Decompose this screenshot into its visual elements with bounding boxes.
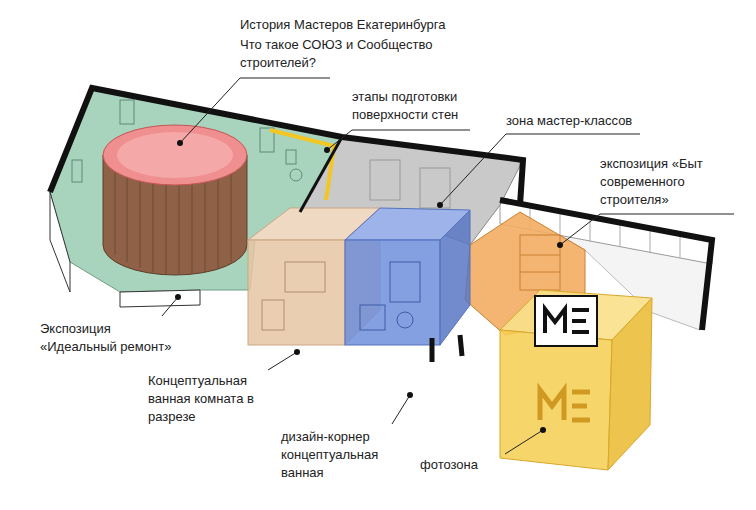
- outer-wall: [50, 88, 523, 205]
- design-box-front: [345, 240, 440, 345]
- photo-cube-front: [500, 330, 612, 470]
- orange-shelves: [520, 235, 560, 290]
- callout-label: Что такое СОЮЗ и Сообщество строителей?: [240, 36, 490, 72]
- bath-box-front: [248, 240, 345, 345]
- front-wall-stubs: [432, 335, 462, 362]
- wall-stub: [50, 192, 70, 292]
- wall-stub: [120, 290, 200, 307]
- leader-dots: [175, 140, 563, 433]
- wall-strip: [270, 130, 334, 200]
- callout-label: Экспозиция «Идеальный ремонт»: [40, 320, 175, 356]
- workshop-stands: [370, 160, 450, 208]
- callout-label: экспозиция «Быт современного строителя»: [600, 155, 740, 209]
- callout-label: Концептуальная ванная комната в разрезе: [148, 372, 260, 426]
- design-box-side: [440, 210, 470, 345]
- callout-label: зона мастер-классов: [506, 112, 706, 130]
- logo-mark: [545, 309, 589, 333]
- logo-sign: [535, 296, 597, 346]
- callout-label: дизайн-корнер концептуальная ванная: [281, 428, 389, 482]
- bath-fixtures: [262, 262, 325, 330]
- cylinder-top-inner: [117, 132, 233, 178]
- cylinder-top: [103, 125, 247, 185]
- callout-label: фотозона: [420, 456, 540, 474]
- design-fixtures: [360, 262, 420, 330]
- inner-wall: [300, 137, 342, 212]
- callout-label: История Мастеров Екатеринбурга: [240, 16, 540, 34]
- logo-mark-faded: [540, 390, 590, 420]
- photo-cube-side: [608, 298, 652, 470]
- callout-label: этапы подготовки поверхности стен: [352, 88, 502, 124]
